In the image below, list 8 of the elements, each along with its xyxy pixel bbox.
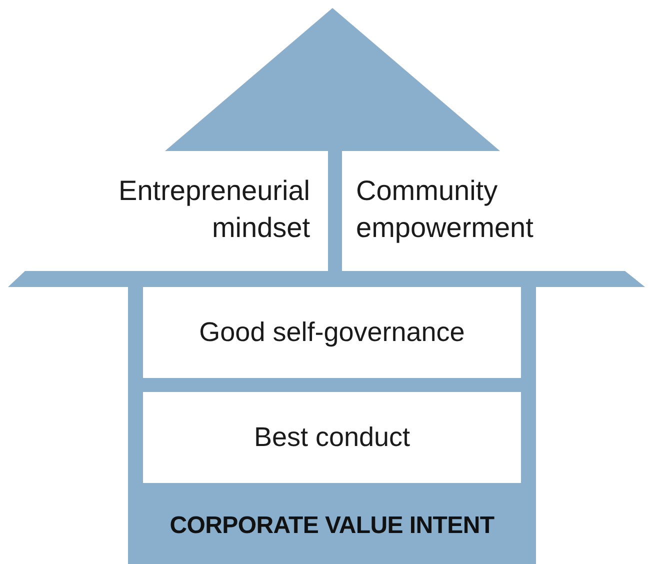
base-caption: CORPORATE VALUE INTENT bbox=[170, 512, 494, 540]
value-box bbox=[143, 287, 521, 378]
house-base bbox=[128, 287, 536, 564]
value-text: Good self-governance bbox=[199, 316, 465, 349]
pillar-label: Entrepreneurial mindset bbox=[118, 174, 310, 246]
value-box bbox=[143, 392, 521, 483]
value-text: Best conduct bbox=[254, 420, 410, 454]
pillar-label: Community empowerment bbox=[356, 174, 534, 246]
